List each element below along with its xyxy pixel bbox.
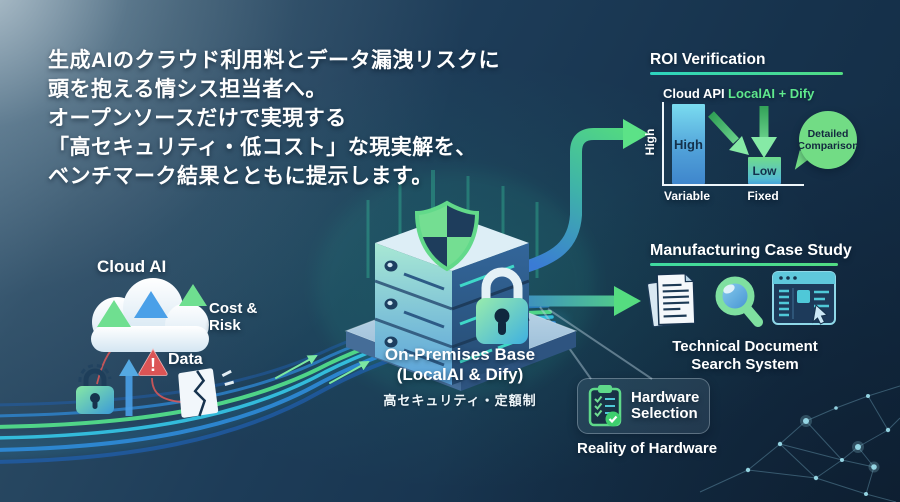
flow-arrow-to-roi [516,119,649,274]
headline-line-2: 頭を抱える情シス担当者へ。 [48,78,327,101]
detailed-comparison-bubble: Detailed Comparison [797,111,859,169]
roi-legend-cloud-api: Cloud API [663,86,725,101]
clipboard-checklist-icon [588,385,622,427]
hardware-selection-badge: Hardware Selection [577,378,710,434]
headline: 生成AIのクラウド利用料とデータ漏洩リスクに 頭を抱える情シス担当者へ。 オープ… [48,46,548,191]
headline-line-5: ベンチマーク結果とともに提示します。 [48,165,433,188]
roi-diagonal-arrow-icon [708,111,749,155]
roi-legend-localai-dify: LocalAI + Dify [728,86,815,101]
shield-icon [414,200,480,272]
browser-window-icon [772,271,836,325]
padlock-icon [476,267,528,344]
up-arrow-green-icon [97,300,131,392]
bar-cloud-api-high: High [672,104,705,184]
bar-high-label: High [674,136,703,152]
warning-exclamation: ! [150,355,156,375]
network-constellation [699,385,900,502]
roi-x-label-variable: Variable [663,189,711,203]
data-label: Data [168,351,203,368]
bubble-line-1: Detailed [807,128,849,140]
roi-y-axis-label: High [643,128,657,156]
roi-x-label-fixed: Fixed [747,189,779,203]
roi-bar-chart: High Low [662,102,804,186]
case-caption: Technical Document Search System [645,338,845,373]
case-section-title: Manufacturing Case Study [650,242,852,259]
case-caption-line-1: Technical Document [672,338,818,355]
hardware-caption: Reality of Hardware [577,440,718,457]
cost-risk-label: Cost & Risk [209,300,257,334]
bubble-line-2: Comparison [797,140,859,152]
badge-line-1: Hardware [631,388,700,406]
cost-risk-line-2: Risk [209,317,241,334]
magnifier-icon [715,276,763,327]
headline-line-1: 生成AIのクラウド利用料とデータ漏洩リスクに [48,49,500,72]
case-caption-line-2: Search System [691,355,799,373]
roi-down-arrow-icon [751,106,777,158]
badge-line-2: Selection [631,405,698,422]
bar-localai-low: Low [748,157,781,184]
headline-line-4: 「高セキュリティ・低コスト」な現実解を、 [48,136,477,159]
roi-section-title: ROI Verification [650,51,766,68]
server-title-line-2: (LocalAI & Dify) [396,365,524,384]
document-stack-icon [646,272,696,328]
server-illustration [344,200,578,391]
cloud-ai-title: Cloud AI [97,257,167,276]
headline-line-3: オープンソースだけで実現する [48,107,347,130]
hardware-badge-text: Hardware Selection [631,388,700,423]
broken-document-icon [178,368,235,418]
server-subtitle: 高セキュリティ・定額制 [383,393,537,408]
warning-triangle-icon: ! [138,348,168,376]
lock-icon [76,363,114,414]
roi-title-underline [650,72,843,75]
server-title-line-1: On-Premises Base [384,345,536,364]
cost-risk-line-1: Cost & [209,300,258,317]
up-arrow-small-blue-icon [119,359,139,416]
bar-low-label: Low [752,163,777,178]
case-title-underline [650,263,838,266]
server-caption: On-Premises Base (LocalAI & Dify) 高セキュリテ… [360,345,560,409]
cost-risk-arrow-icon [179,284,207,338]
